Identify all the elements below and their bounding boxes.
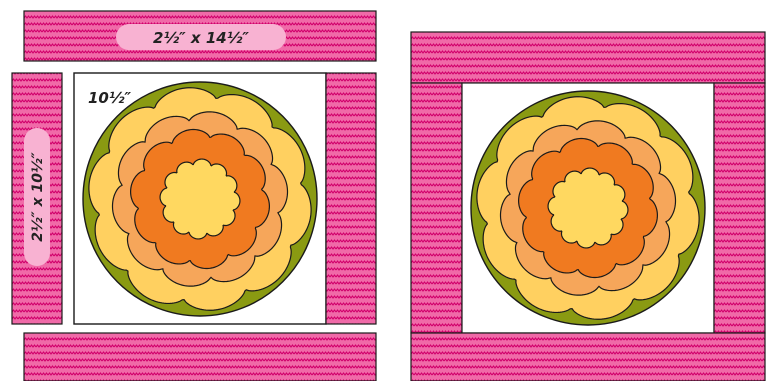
bottom-border-strip (24, 333, 376, 381)
top-strip-label: 2½″ x 14½″ (153, 29, 249, 47)
side-strip-label: 2½″ x 10½″ (30, 152, 46, 242)
flower-medallion-left (83, 82, 317, 316)
flower-medallion-right (471, 91, 705, 325)
assembled-left-border (411, 83, 462, 333)
exploded-block: 2½″ x 14½″ 2½″ x 10½″ 10½″ (12, 11, 376, 381)
assembled-top-border (411, 32, 765, 83)
center-block-label: 10½″ (88, 89, 131, 107)
assembled-right-border (714, 83, 765, 333)
assembled-block (411, 32, 765, 381)
assembled-bottom-border (411, 333, 765, 381)
right-border-strip (326, 73, 376, 324)
